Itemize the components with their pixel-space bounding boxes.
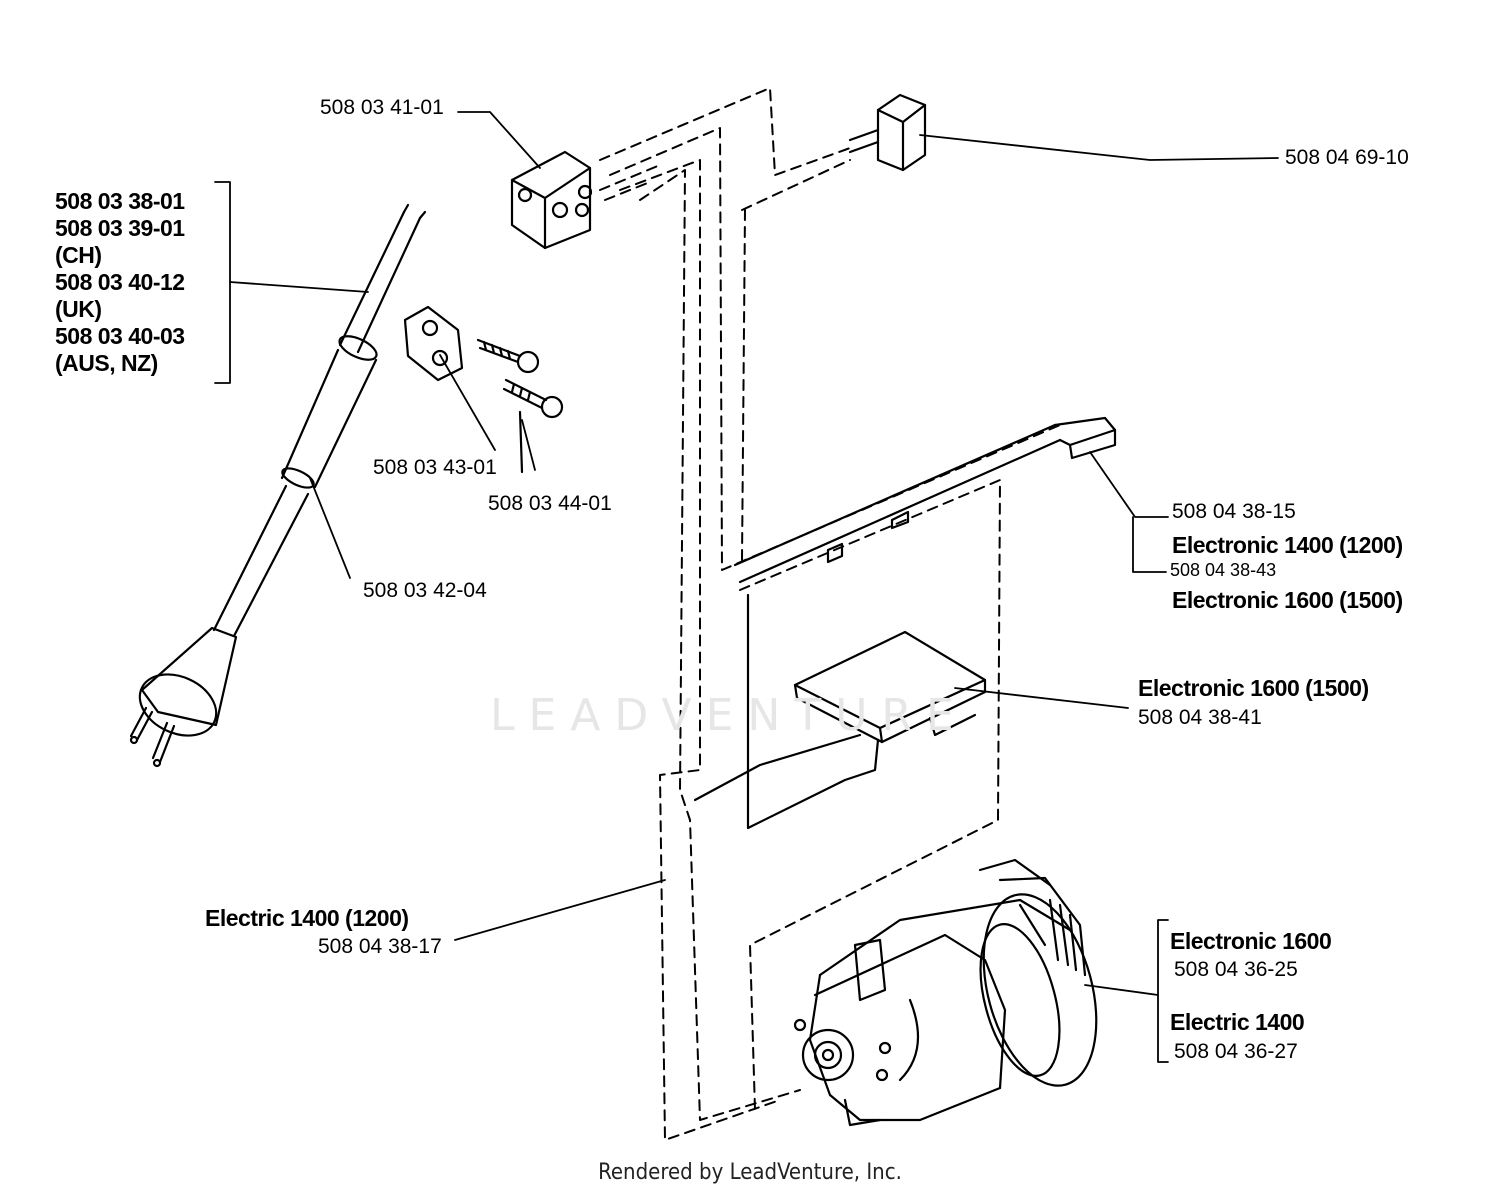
label-module-code: 508 04 38-41: [1138, 706, 1262, 729]
clamp-plate: [403, 305, 464, 382]
label-cord-3-note: (UK): [55, 296, 102, 322]
wiring-harness: [599, 87, 1061, 1141]
electronic-module: [793, 630, 987, 744]
label-harness-b-code: 508 04 38-43: [1170, 560, 1277, 580]
label-motor-a-model: Electronic 1600: [1170, 928, 1332, 954]
label-sleeve: 508 03 42-04: [363, 579, 487, 602]
leader-lines: [214, 111, 1279, 1063]
label-cord-2-note: (CH): [55, 242, 102, 268]
label-cable-model: Electric 1400 (1200): [205, 905, 409, 931]
label-harness-a-model: Electronic 1400 (1200): [1172, 532, 1403, 558]
label-cord-4: 508 03 40-03: [55, 323, 185, 349]
label-cord-2: 508 03 39-01: [55, 215, 185, 241]
harness-strip: [693, 416, 1117, 830]
label-harness-a-code: 508 04 38-15: [1172, 500, 1296, 523]
label-screw: 508 03 44-01: [488, 492, 612, 515]
screw-lower: [502, 378, 564, 474]
terminal-block: [510, 150, 593, 250]
label-harness-b-model: Electronic 1600 (1500): [1172, 587, 1403, 613]
label-cord-group: 508 03 38-01 508 03 39-01 (CH) 508 03 40…: [55, 188, 185, 377]
label-connector: 508 04 69-10: [1285, 146, 1409, 169]
label-module-model: Electronic 1600 (1500): [1138, 675, 1369, 701]
power-cord: [129, 203, 427, 768]
label-clamp: 508 03 43-01: [373, 456, 497, 479]
wire-connector: [848, 93, 927, 172]
label-cord-4-note: (AUS, NZ): [55, 350, 158, 376]
screw-upper: [476, 338, 540, 374]
label-cord-3: 508 03 40-12: [55, 269, 185, 295]
label-motor-b-code: 508 04 36-27: [1174, 1040, 1298, 1063]
label-motor-a-code: 508 04 36-25: [1174, 958, 1298, 981]
label-cord-1: 508 03 38-01: [55, 188, 185, 214]
label-terminal-block: 508 03 41-01: [320, 96, 444, 119]
motor: [793, 858, 1098, 1127]
label-cable-code: 508 04 38-17: [318, 935, 442, 958]
watermark: LEADVENTURE: [490, 690, 968, 741]
label-motor-b-model: Electric 1400: [1170, 1009, 1305, 1035]
footer-credit: Rendered by LeadVenture, Inc.: [598, 1160, 902, 1185]
